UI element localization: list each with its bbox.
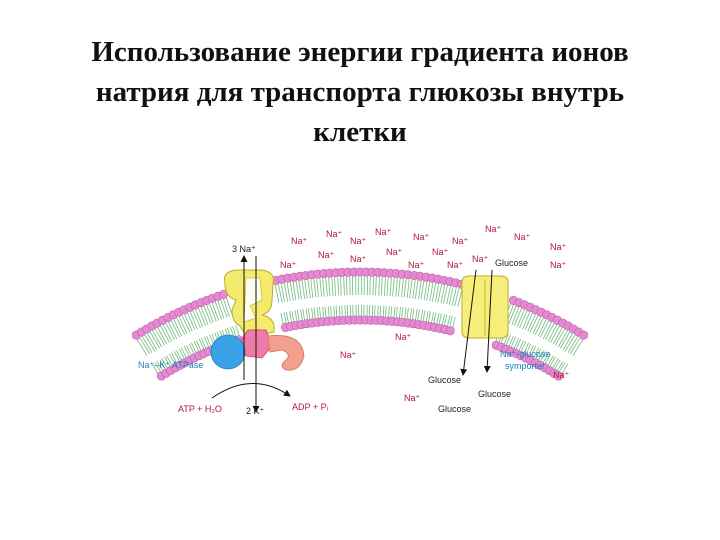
na-ion-label: Na⁺: [485, 224, 502, 234]
glucose-inside-label-2: Glucose: [478, 389, 511, 399]
cell-membrane: [131, 267, 589, 381]
na-ion-label: Na⁺: [340, 350, 357, 360]
symporter-label-line2: symporter: [505, 361, 545, 371]
title-line-1: Использование энергии градиента ионов: [91, 36, 629, 68]
na-ion-label: Na⁺: [326, 229, 343, 239]
na-ion-label: Na⁺: [350, 254, 367, 264]
na-ion-label: Na⁺: [452, 236, 469, 246]
atp-label: ATP + H₂O: [178, 404, 222, 414]
na-ion-label: Na⁺: [447, 260, 464, 270]
three-na-label: 3 Na⁺: [232, 244, 256, 254]
na-ion-label: Na⁺: [386, 247, 403, 257]
symporter-label-line1: Na⁺-glucose: [500, 349, 550, 359]
slide-title: Использование энергии градиента ионов на…: [0, 32, 720, 152]
na-ion-label: Na⁺: [350, 236, 367, 246]
na-ion-label: Na⁺: [550, 242, 567, 252]
lipid-heads: [131, 267, 589, 381]
na-ion-label: Na⁺: [375, 227, 392, 237]
two-k-label: 2 K⁺: [246, 406, 265, 416]
glucose-inside-label-3: Glucose: [438, 404, 471, 414]
title-line-2: натрия для транспорта глюкозы внутрь: [95, 76, 625, 108]
sodium-ions: Na⁺Na⁺Na⁺Na⁺Na⁺Na⁺Na⁺Na⁺Na⁺Na⁺Na⁺Na⁺Na⁺N…: [280, 224, 570, 403]
na-ion-label: Na⁺: [280, 260, 297, 270]
na-ion-label: Na⁺: [395, 332, 412, 342]
adp-label: ADP + Pᵢ: [292, 402, 328, 412]
title-line-3: клетки: [313, 116, 407, 148]
na-ion-label: Na⁺: [472, 254, 489, 264]
atpase-label: Na⁺–K⁺ ATPase: [138, 360, 203, 370]
na-ion-label: Na⁺: [291, 236, 308, 246]
na-ion-label: Na⁺: [514, 232, 531, 242]
glucose-inside-label-1: Glucose: [428, 375, 461, 385]
na-ion-label: Na⁺: [432, 247, 449, 257]
na-ion-label: Na⁺: [318, 250, 335, 260]
lipid-tails: [136, 276, 584, 381]
glucose-outside-label: Glucose: [495, 258, 528, 268]
na-k-atpase-pump: [210, 269, 305, 371]
na-ion-label: Na⁺: [408, 260, 425, 270]
na-ion-label: Na⁺: [553, 370, 570, 380]
na-ion-label: Na⁺: [404, 393, 421, 403]
na-ion-label: Na⁺: [550, 260, 567, 270]
na-ion-label: Na⁺: [413, 232, 430, 242]
transport-arrows: [211, 255, 493, 413]
